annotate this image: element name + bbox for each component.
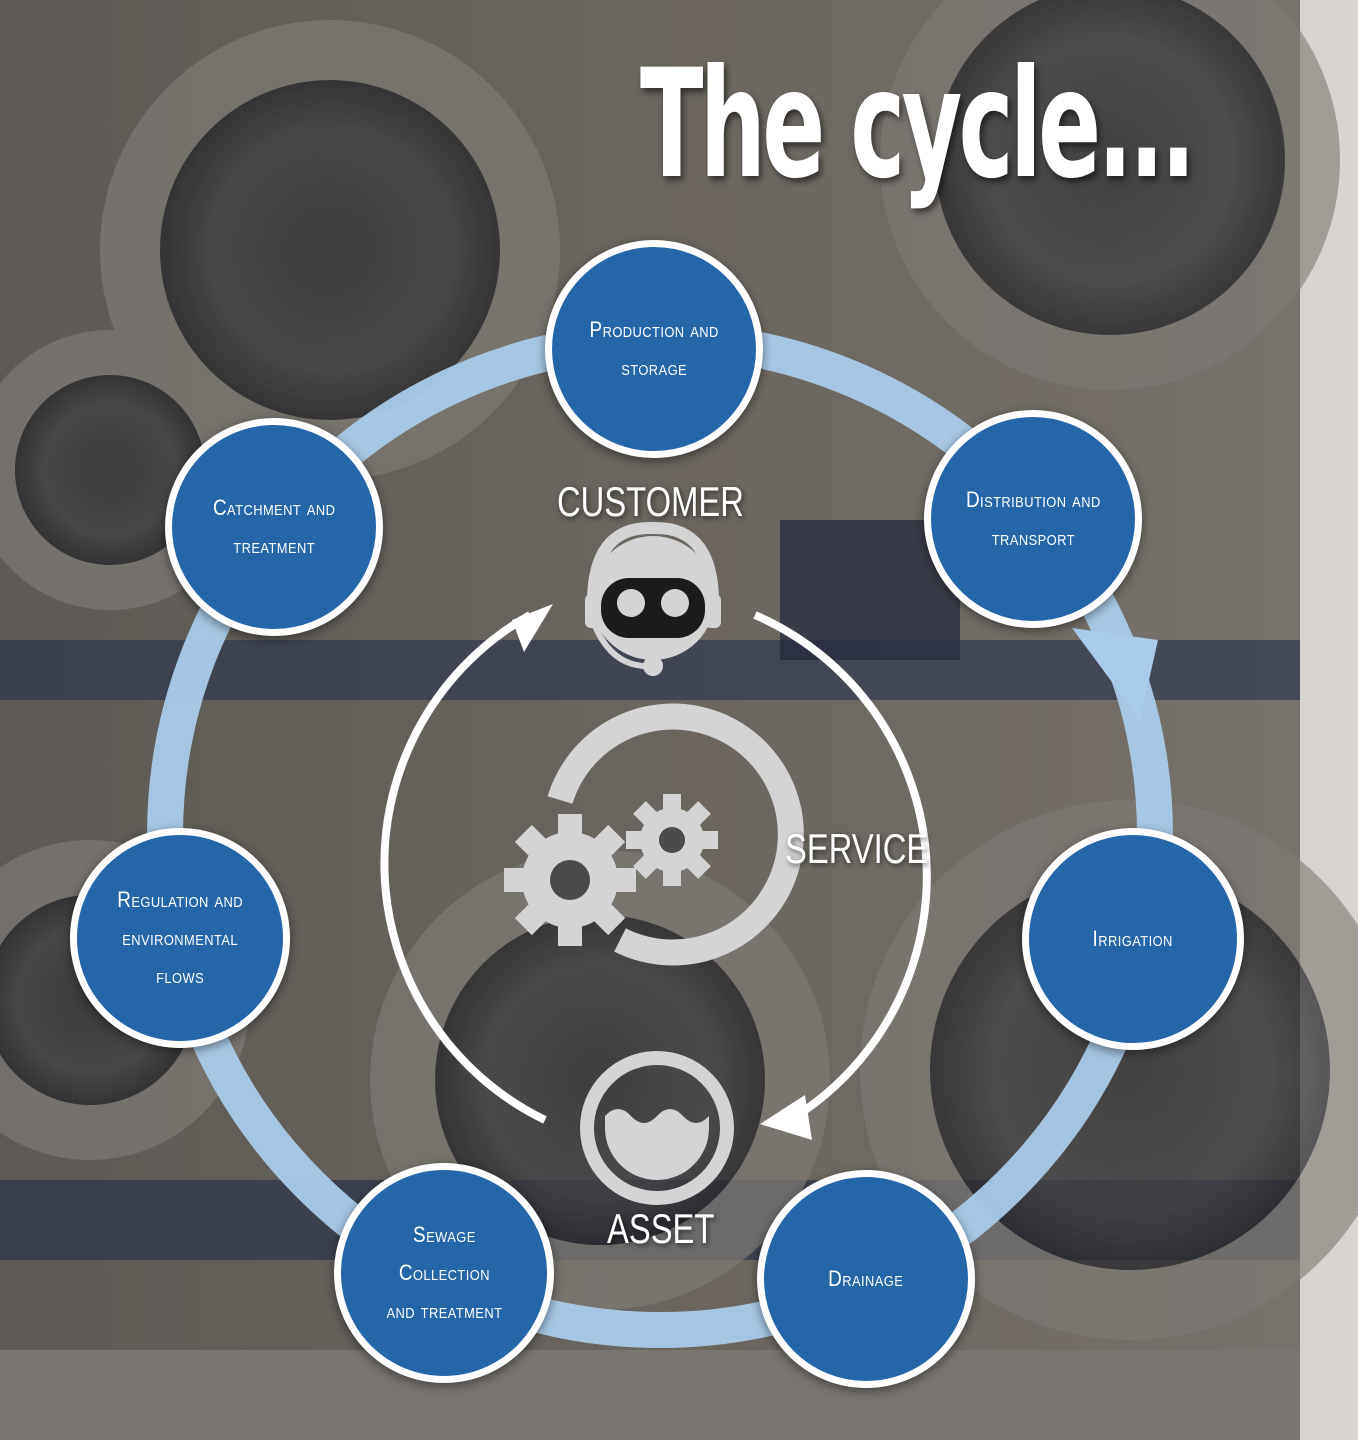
node-irrigation-label: Irrigation [1092,926,1174,951]
service-label: SERVICE [785,825,929,872]
page-title: The cycle... [640,38,1196,212]
node-irrigation: Irrigation [1022,828,1244,1050]
node-distribution-label: Distribution and transport [965,487,1101,550]
node-drainage-label: Drainage [828,1266,904,1291]
gears-icon [504,703,804,966]
inner-arrow-left [380,611,547,1124]
node-catchment-label: Catchment and treatment [212,495,336,558]
customer-label: CUSTOMER [557,478,744,525]
asset-label: ASSET [607,1205,715,1252]
outer-ring-arrowhead [1072,628,1158,720]
node-regulation-label: Regulation and environmental flows [117,887,243,988]
node-production: Production and storage [545,240,763,458]
inner-arrowhead-right [760,1095,812,1140]
customer-service-agent-icon [585,521,721,676]
node-production-label: Production and storage [589,317,719,380]
node-sewage: Sewage Collection and treatment [334,1163,554,1383]
inner-arrow-right [753,611,931,1124]
inner-arrowhead-left [512,604,553,652]
node-sewage-label: Sewage Collection and treatment [386,1222,502,1323]
node-drainage: Drainage [757,1170,975,1388]
node-catchment: Catchment and treatment [165,418,383,636]
node-distribution: Distribution and transport [924,410,1142,628]
water-tank-icon [580,1051,734,1205]
node-regulation: Regulation and environmental flows [70,828,290,1048]
